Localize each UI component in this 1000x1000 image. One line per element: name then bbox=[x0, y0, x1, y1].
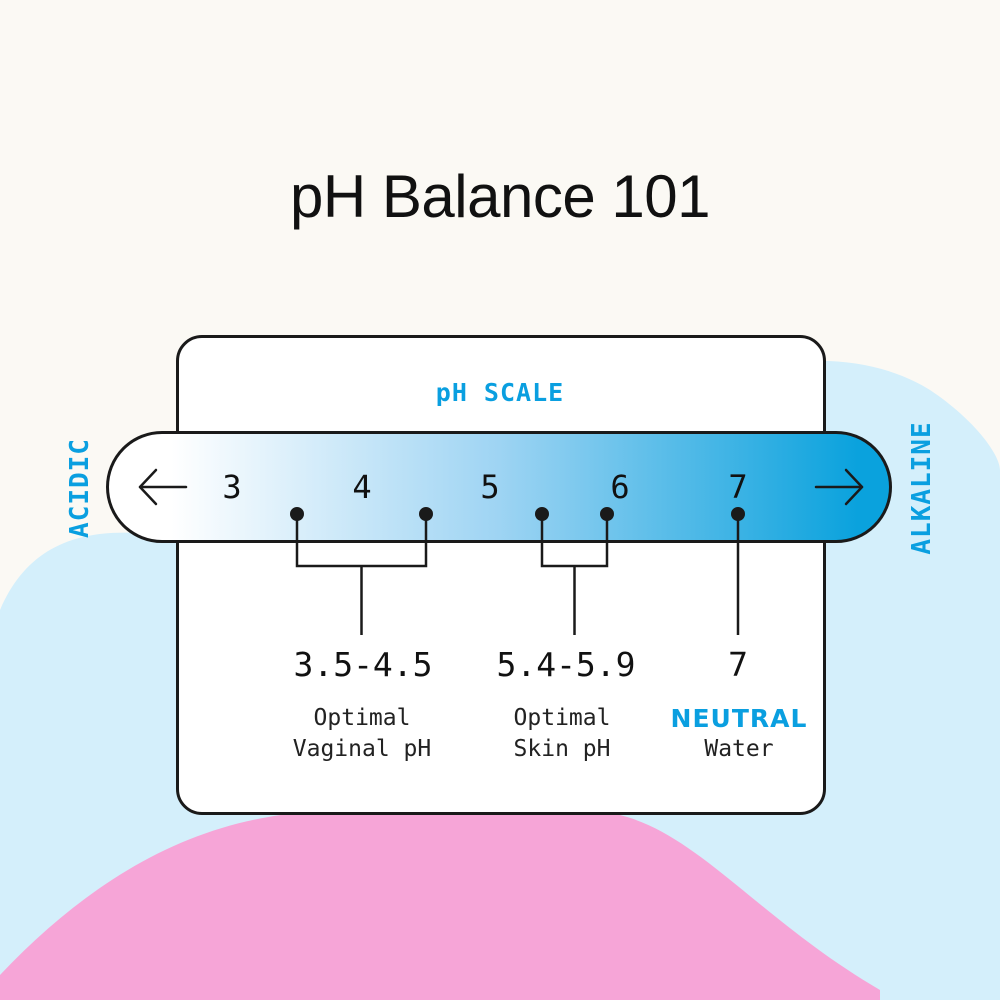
arrow-right-icon bbox=[814, 468, 864, 506]
range-skin-value: 5.4-5.9 bbox=[496, 645, 636, 684]
tick-label: 4 bbox=[352, 468, 372, 506]
range-bracket bbox=[295, 514, 428, 568]
scale-title: pH SCALE bbox=[435, 378, 565, 407]
tick-label: 7 bbox=[728, 468, 748, 506]
caption-line: Skin pH bbox=[513, 736, 611, 762]
ph-gradient-bar bbox=[106, 431, 892, 543]
range-dot bbox=[535, 507, 549, 521]
tick-label: 5 bbox=[480, 468, 500, 506]
caption-line: Vaginal pH bbox=[292, 736, 432, 762]
neutral-value: 7 bbox=[728, 645, 748, 684]
point-dot bbox=[731, 507, 745, 521]
arrow-left-icon bbox=[138, 468, 188, 506]
caption-line: Optimal bbox=[513, 705, 611, 731]
range-markers bbox=[290, 507, 745, 635]
range-vaginal-caption: Optimal Vaginal pH bbox=[293, 703, 431, 765]
neutral-label: NEUTRAL bbox=[670, 704, 808, 733]
tick-label: 6 bbox=[610, 468, 630, 506]
pink-blob bbox=[0, 805, 880, 1000]
tick-label: 3 bbox=[222, 468, 242, 506]
range-dot bbox=[600, 507, 614, 521]
range-bracket bbox=[540, 514, 609, 568]
range-dot bbox=[419, 507, 433, 521]
caption-line: Optimal bbox=[313, 705, 411, 731]
caption-line: Water bbox=[704, 736, 774, 762]
neutral-caption: NEUTRAL Water bbox=[671, 703, 808, 765]
scale-card bbox=[176, 335, 826, 815]
range-vaginal-value: 3.5-4.5 bbox=[293, 645, 433, 684]
range-dot bbox=[290, 507, 304, 521]
page-title: pH Balance 101 bbox=[290, 163, 710, 230]
range-skin-caption: Optimal Skin pH bbox=[514, 703, 611, 765]
